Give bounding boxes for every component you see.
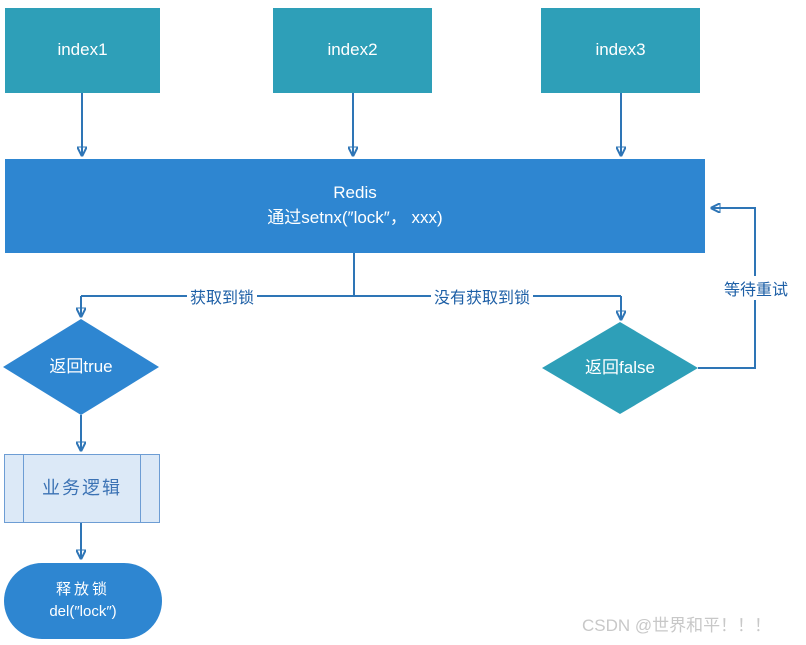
predefined-process-left-bar xyxy=(23,455,24,522)
edge-label-retry: 等待重试 xyxy=(720,276,792,300)
node-index2: index2 xyxy=(273,8,432,93)
return-true-label: 返回true xyxy=(49,356,113,376)
edge-label-not-acquired: 没有获取到锁 xyxy=(430,284,534,308)
node-redis: Redis 通过setnx(″lock″， xxx) xyxy=(5,159,705,253)
redis-subtitle: 通过setnx(″lock″， xxx) xyxy=(267,208,443,227)
return-false-label: 返回false xyxy=(585,357,655,377)
redis-title: Redis xyxy=(333,183,377,203)
node-index3-label: index3 xyxy=(595,40,646,60)
node-index1: index1 xyxy=(5,8,160,93)
release-lock-label: 释放锁 xyxy=(55,580,110,598)
node-return-false: 返回false xyxy=(542,322,698,414)
node-return-true: 返回true xyxy=(3,319,159,415)
node-release-lock: 释放锁 del(″lock″) xyxy=(4,563,162,639)
node-business-logic: 业务逻辑 xyxy=(4,454,160,523)
business-logic-label: 业务逻辑 xyxy=(42,478,122,499)
watermark: CSDN @世界和平！！！ xyxy=(582,616,772,635)
edge-label-acquired: 获取到锁 xyxy=(186,284,258,308)
node-index3: index3 xyxy=(541,8,700,93)
release-lock-command: del(″lock″) xyxy=(49,603,117,620)
node-index2-label: index2 xyxy=(327,40,378,60)
predefined-process-right-bar xyxy=(140,455,141,522)
node-index1-label: index1 xyxy=(57,40,108,60)
